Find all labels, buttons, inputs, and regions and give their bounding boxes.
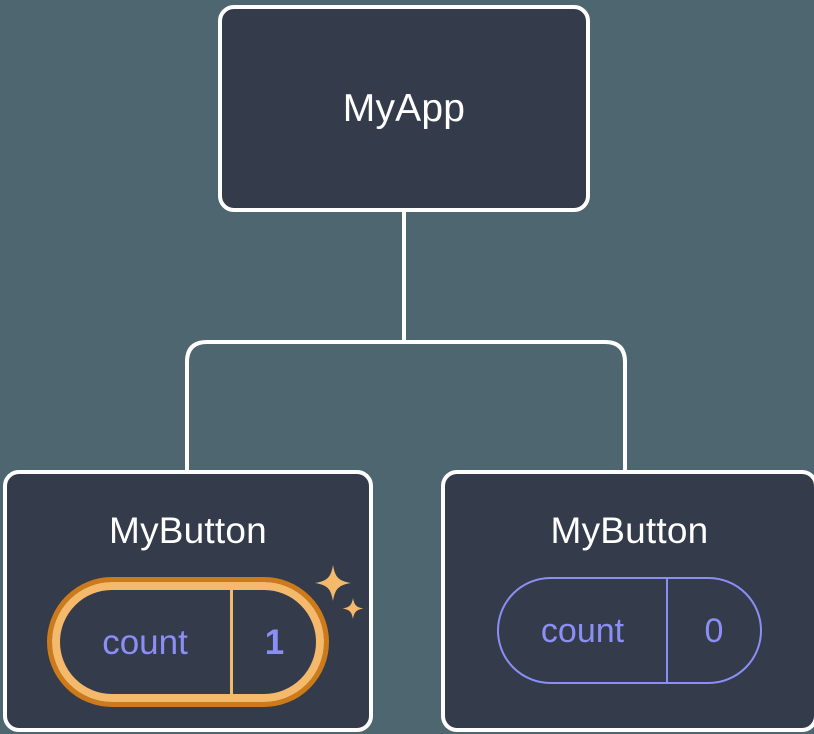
state-value-left: 1 (230, 590, 316, 694)
node-myapp-title: MyApp (342, 87, 466, 130)
state-pill-highlighted[interactable]: count 1 (47, 577, 329, 707)
state-key-right: count (540, 611, 625, 650)
node-myapp[interactable]: MyApp (218, 5, 590, 212)
node-mybutton-right-title: MyButton (550, 510, 709, 551)
connector-branch-left (185, 340, 404, 470)
state-pill-plain[interactable]: count 0 (497, 577, 762, 684)
state-value-right: 0 (666, 579, 760, 682)
state-pill-wrapper-left: count 1 (47, 565, 364, 707)
state-pill-wrapper-right: count 0 (497, 577, 762, 684)
state-pill-inner: count 1 (52, 582, 324, 702)
node-mybutton-left[interactable]: MyButton count 1 (3, 470, 373, 732)
state-key-left: count (102, 622, 188, 662)
connector-branch-right (404, 340, 627, 470)
sparkle-large-icon (315, 565, 351, 601)
sparkle-small-icon (342, 598, 364, 619)
node-mybutton-right[interactable]: MyButton count 0 (441, 470, 814, 732)
node-mybutton-left-title: MyButton (109, 510, 267, 551)
